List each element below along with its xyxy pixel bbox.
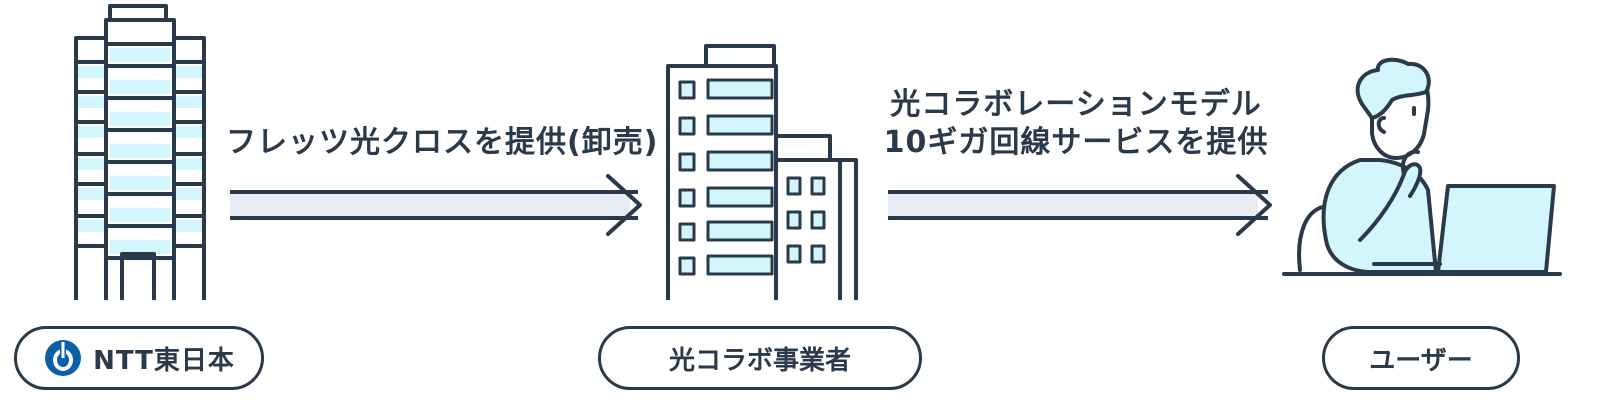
collabo-operator-pill: 光コラボ事業者 [598,326,922,390]
ntt-logo-icon [45,340,82,376]
user-label: ユーザー [1369,345,1473,376]
user-laptop-icon [1282,57,1562,276]
retail-label: 光コラボレーションモデル 10ギガ回線サービスを提供 [880,86,1272,162]
arrow-retail [888,174,1272,236]
ntt-east-pill: NTT東日本 [14,326,264,390]
ntt-east-label: NTT東日本 [93,345,235,376]
retail-label-line-1: 光コラボレーションモデル [890,87,1262,122]
wholesale-label: フレッツ光クロスを提供(卸売) [226,124,658,162]
wholesale-label-text: フレッツ光クロスを提供(卸売) [226,125,659,160]
retail-label-line-2: 10ギガ回線サービスを提供 [883,125,1269,160]
ntt-building-icon [74,4,206,300]
collabo-operator-label: 光コラボ事業者 [668,345,851,376]
user-pill: ユーザー [1322,326,1520,390]
collabo-building-icon [666,44,858,300]
arrow-wholesale [230,174,642,236]
